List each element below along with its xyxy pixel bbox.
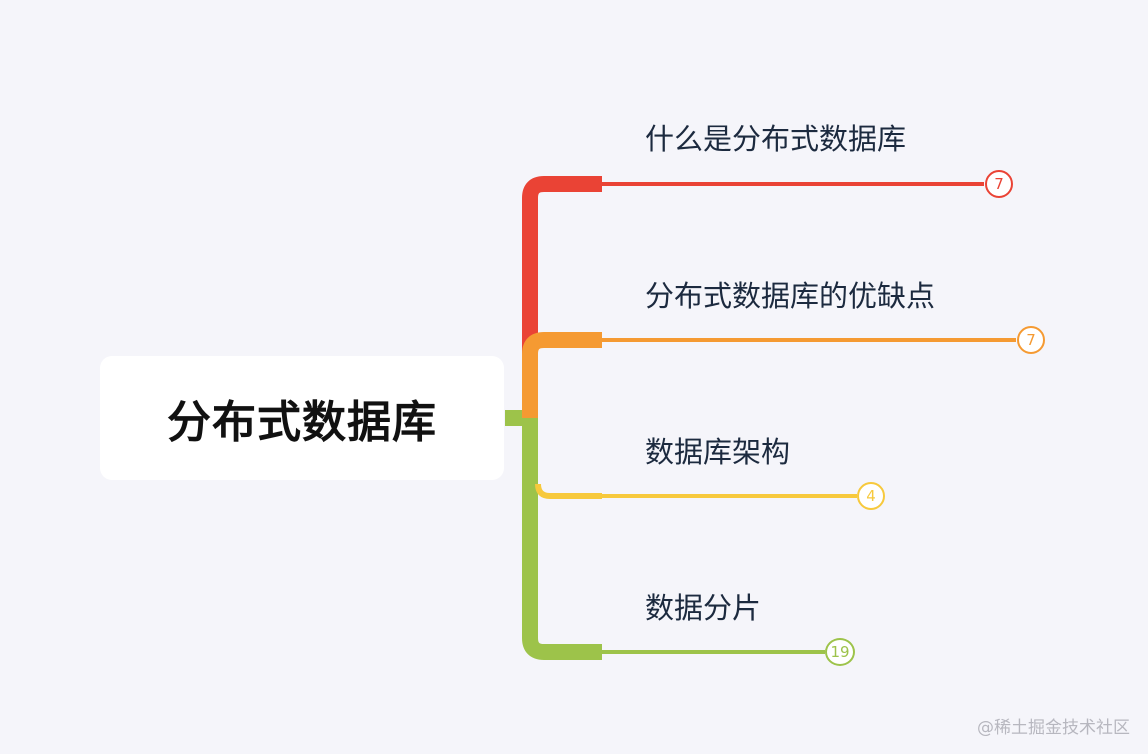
- branch-count-badge-3[interactable]: 4: [857, 482, 885, 510]
- branch-count-badge-1[interactable]: 7: [985, 170, 1013, 198]
- branch-line-4: [522, 418, 602, 660]
- branch-count-badge-4[interactable]: 19: [825, 638, 855, 666]
- branch-label-3[interactable]: 数据库架构: [645, 435, 791, 469]
- branch-line-1: [522, 176, 602, 418]
- branch-label-1[interactable]: 什么是分布式数据库: [645, 122, 907, 156]
- root-title: 分布式数据库: [167, 397, 437, 448]
- branch-label-4[interactable]: 数据分片: [645, 591, 762, 625]
- watermark: @稀土掘金技术社区: [977, 718, 1130, 738]
- branch-line-2: [522, 332, 602, 418]
- branch-label-2[interactable]: 分布式数据库的优缺点: [645, 279, 936, 313]
- branch-count-badge-2[interactable]: 7: [1017, 326, 1045, 354]
- root-node[interactable]: 分布式数据库: [100, 356, 504, 480]
- branch-line-3: [535, 483, 602, 499]
